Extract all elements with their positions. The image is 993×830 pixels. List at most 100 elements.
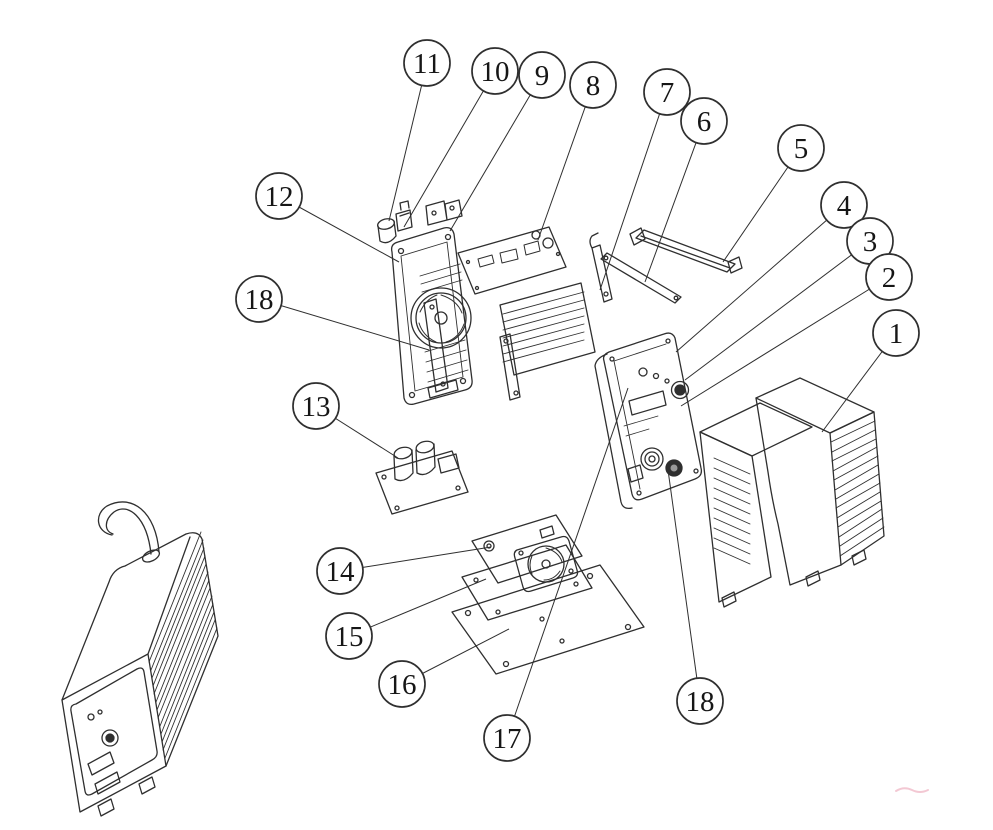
callout-balloon-13-13 bbox=[292, 382, 340, 430]
callout-balloon-7-4 bbox=[643, 68, 691, 116]
pcb-components bbox=[477, 240, 541, 268]
front-panel-face bbox=[602, 332, 703, 501]
welder-body-outline bbox=[61, 532, 219, 813]
callout-number-9-2: 9 bbox=[535, 60, 550, 92]
callout-number-14-14: 14 bbox=[326, 556, 356, 588]
outer-cover-drawing bbox=[755, 377, 885, 587]
callout-balloon-18-18 bbox=[676, 677, 724, 725]
leader-line-8-3 bbox=[537, 84, 594, 241]
screw-hole bbox=[397, 247, 405, 255]
screw-hole bbox=[603, 255, 609, 261]
callout-number-16-16: 16 bbox=[388, 669, 417, 701]
callout-balloon-1-10 bbox=[872, 309, 920, 357]
fan-ring-inner bbox=[415, 292, 467, 344]
small-bracket-drawing bbox=[395, 200, 413, 232]
leader-line-3-8 bbox=[684, 240, 871, 381]
callout-balloon-15-15 bbox=[325, 612, 373, 660]
screw-hole bbox=[636, 490, 642, 496]
screw-hole bbox=[586, 572, 594, 580]
panel-led bbox=[664, 378, 670, 384]
pcb-drawing bbox=[457, 226, 567, 295]
screw-hole bbox=[518, 550, 524, 556]
middle-plate bbox=[461, 544, 593, 621]
callout-number-7-4: 7 bbox=[660, 77, 675, 109]
power-cable-outline bbox=[97, 501, 160, 553]
mounting-bracket bbox=[423, 298, 459, 399]
callout-number-15-15: 15 bbox=[335, 621, 364, 653]
callout-balloon-14-14 bbox=[316, 547, 364, 595]
screw-hole bbox=[603, 291, 609, 297]
line-art-layer bbox=[61, 199, 929, 817]
callout-balloon-12-11 bbox=[255, 172, 303, 220]
watermark-mark bbox=[895, 787, 929, 793]
small-plate bbox=[375, 450, 469, 515]
fan-blade-curves bbox=[529, 547, 563, 581]
leader-line-11-0 bbox=[388, 62, 428, 222]
cylinder-body bbox=[415, 443, 436, 476]
screw-hole bbox=[573, 581, 579, 587]
front-panel-assembly-drawing bbox=[594, 332, 703, 510]
wire-bracket-drawing bbox=[589, 232, 613, 303]
leader-line-9-2 bbox=[449, 74, 543, 232]
insulation-plate-drawing bbox=[471, 514, 583, 584]
callout-balloon-11-0 bbox=[403, 39, 451, 87]
callout-balloon-5-6 bbox=[777, 124, 825, 172]
gas-inlet-assembly-drawing bbox=[375, 440, 469, 515]
fan-ring bbox=[410, 287, 472, 349]
cable-gland bbox=[141, 549, 161, 563]
plate-cutout bbox=[539, 525, 555, 539]
callout-number-1-10: 1 bbox=[889, 318, 904, 350]
rear-panel-assembly-drawing bbox=[377, 199, 596, 406]
leader-line-14-14 bbox=[339, 546, 492, 572]
pcb-hole bbox=[555, 251, 561, 257]
cylinder-top bbox=[415, 440, 435, 454]
screw-hole bbox=[455, 485, 461, 491]
inner-cover-face bbox=[699, 431, 772, 603]
callout-number-2-9: 2 bbox=[882, 262, 897, 294]
heatsink-fins-upper bbox=[419, 263, 463, 293]
heatsink-block-drawing bbox=[499, 282, 596, 376]
mounting-bracket-drawing bbox=[423, 298, 459, 399]
screw-hole bbox=[559, 638, 565, 644]
corner-strip-drawing bbox=[600, 252, 682, 304]
feet bbox=[97, 776, 156, 817]
screw-hole bbox=[609, 356, 615, 362]
front-knob bbox=[105, 733, 115, 743]
cylinder-top bbox=[393, 446, 413, 460]
callout-balloon-10-1 bbox=[471, 47, 519, 95]
callout-balloon-16-16 bbox=[378, 660, 426, 708]
callout-number-12-11: 12 bbox=[265, 181, 294, 213]
front-connectors bbox=[87, 751, 121, 795]
terminal bbox=[431, 210, 437, 216]
leader-line-18-18 bbox=[667, 469, 701, 702]
power-cable bbox=[105, 508, 152, 555]
callout-balloon-8-3 bbox=[569, 61, 617, 109]
leader-line-15-15 bbox=[348, 578, 487, 637]
outer-cover-louvers bbox=[830, 420, 885, 557]
screw-hole bbox=[408, 391, 416, 399]
screw-hole bbox=[624, 623, 632, 631]
callout-number-11-0: 11 bbox=[413, 48, 441, 80]
terminal-block bbox=[437, 453, 460, 474]
screw-hole bbox=[440, 381, 446, 387]
screw-hole bbox=[394, 505, 400, 511]
pcb-hole bbox=[474, 285, 480, 291]
grommet-center bbox=[486, 543, 492, 549]
screw-hole bbox=[503, 338, 509, 344]
leader-line-6-5 bbox=[644, 120, 705, 283]
heatsink-block bbox=[499, 282, 596, 376]
screw-hole bbox=[665, 338, 671, 344]
callout-balloon-17-17 bbox=[483, 714, 531, 762]
leader-line-4-7 bbox=[675, 204, 845, 353]
inner-cover-louvers bbox=[713, 457, 751, 565]
screw-hole bbox=[464, 609, 472, 617]
assembled-welder-drawing bbox=[61, 501, 219, 817]
bottom-plate-drawing bbox=[451, 564, 645, 675]
output-socket-outer bbox=[640, 447, 664, 471]
callout-number-18-12: 18 bbox=[245, 284, 274, 316]
solenoid-body bbox=[377, 220, 397, 244]
transformer-body bbox=[425, 199, 463, 226]
pcb-board bbox=[457, 226, 567, 295]
